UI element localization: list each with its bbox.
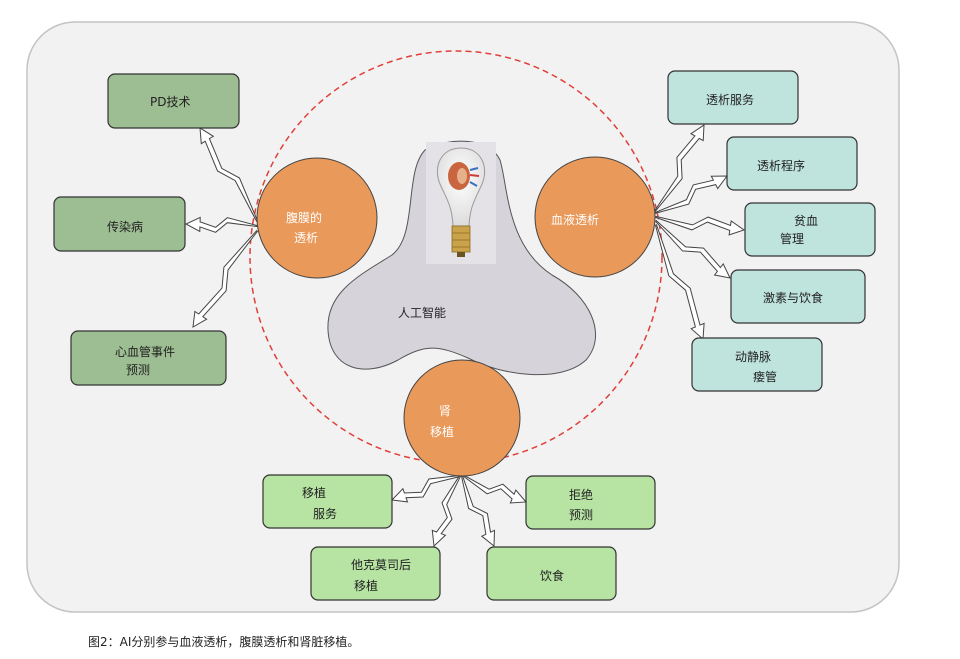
topic-box-label-line2: 预测 bbox=[126, 363, 150, 377]
connector-arrow bbox=[390, 474, 461, 503]
connector-arrows bbox=[184, 124, 746, 548]
hub-peritoneal-dialysis: 腹膜的 透析 bbox=[256, 157, 378, 279]
hub-hd-line1: 血液透析 bbox=[551, 212, 599, 227]
topic-box-shape bbox=[70, 330, 227, 386]
connector-arrow bbox=[431, 475, 462, 548]
topic-box-label: 他克莫司后 bbox=[351, 558, 411, 572]
figure-caption: 图2：AI分别参与血液透析，腹膜透析和肾脏移植。 bbox=[88, 635, 360, 649]
kt-topic-box: 饮食 bbox=[486, 546, 617, 601]
hd-topic-box: 激素与饮食 bbox=[730, 269, 866, 324]
topic-box-shape bbox=[667, 70, 799, 125]
topic-box-shape bbox=[262, 474, 393, 529]
topic-box-shape bbox=[310, 546, 441, 601]
hub-kt-line1: 肾 bbox=[439, 404, 451, 418]
topic-box-label: 透析服务 bbox=[706, 92, 754, 107]
connector-arrow bbox=[192, 230, 259, 328]
connector-arrow bbox=[199, 127, 259, 223]
connector-arrow bbox=[654, 175, 728, 214]
connector-arrow bbox=[460, 475, 496, 548]
topic-box-label-line2: 瘘管 bbox=[753, 369, 777, 384]
topic-box-label-line2: 预测 bbox=[569, 508, 593, 522]
pd-topic-box: PD技术 bbox=[107, 73, 240, 129]
topic-box-label: 贫血 bbox=[794, 213, 818, 228]
topic-box-shape bbox=[744, 202, 876, 257]
lightbulb-kidney-icon bbox=[426, 142, 496, 264]
topic-boxes: PD技术传染病心血管事件预测透析服务透析程序贫血管理激素与饮食动静脉瘘管移植服务… bbox=[53, 70, 876, 601]
center-label: 人工智能 bbox=[398, 305, 446, 320]
hub-kt-line2: 移植 bbox=[430, 424, 454, 439]
hub-pd-line2: 透析 bbox=[294, 231, 318, 245]
hub-hemodialysis: 血液透析 bbox=[534, 156, 656, 278]
topic-box-shape bbox=[691, 337, 823, 392]
topic-box-label: 拒绝 bbox=[569, 487, 593, 502]
hd-topic-box: 透析程序 bbox=[726, 136, 858, 191]
topic-box-label: 心血管事件 bbox=[115, 344, 175, 359]
topic-box-label: 激素与饮食 bbox=[763, 290, 823, 305]
pd-topic-box: 传染病 bbox=[53, 196, 186, 252]
connector-arrow bbox=[654, 224, 705, 341]
topic-box-label: PD技术 bbox=[150, 95, 190, 109]
topic-box-shape bbox=[726, 136, 858, 191]
hub-kidney-transplant: 肾 移植 bbox=[403, 359, 521, 477]
topic-box-label-line2: 移植 bbox=[354, 578, 378, 593]
topic-box-shape bbox=[525, 475, 656, 530]
topic-box-shape bbox=[730, 269, 866, 324]
topic-box-label: 透析程序 bbox=[757, 158, 805, 173]
hd-topic-box: 透析服务 bbox=[667, 70, 799, 125]
connector-arrow bbox=[463, 474, 528, 504]
connector-arrow bbox=[655, 215, 746, 236]
topic-box-shape bbox=[53, 196, 186, 252]
topic-box-label-line2: 服务 bbox=[313, 506, 337, 521]
topic-box-label: 传染病 bbox=[107, 219, 143, 234]
topic-box-label: 动静脉 bbox=[735, 349, 771, 364]
topic-box-label-line2: 管理 bbox=[780, 231, 804, 246]
topic-box-shape bbox=[107, 73, 240, 129]
connector-arrow bbox=[184, 216, 258, 233]
topic-box-shape bbox=[486, 546, 617, 601]
connector-arrow bbox=[655, 219, 731, 279]
connector-arrow bbox=[653, 124, 705, 212]
topic-box-label: 饮食 bbox=[540, 568, 564, 583]
topic-box-label: 移植 bbox=[302, 485, 326, 500]
hub-pd-line1: 腹膜的 bbox=[286, 210, 322, 225]
